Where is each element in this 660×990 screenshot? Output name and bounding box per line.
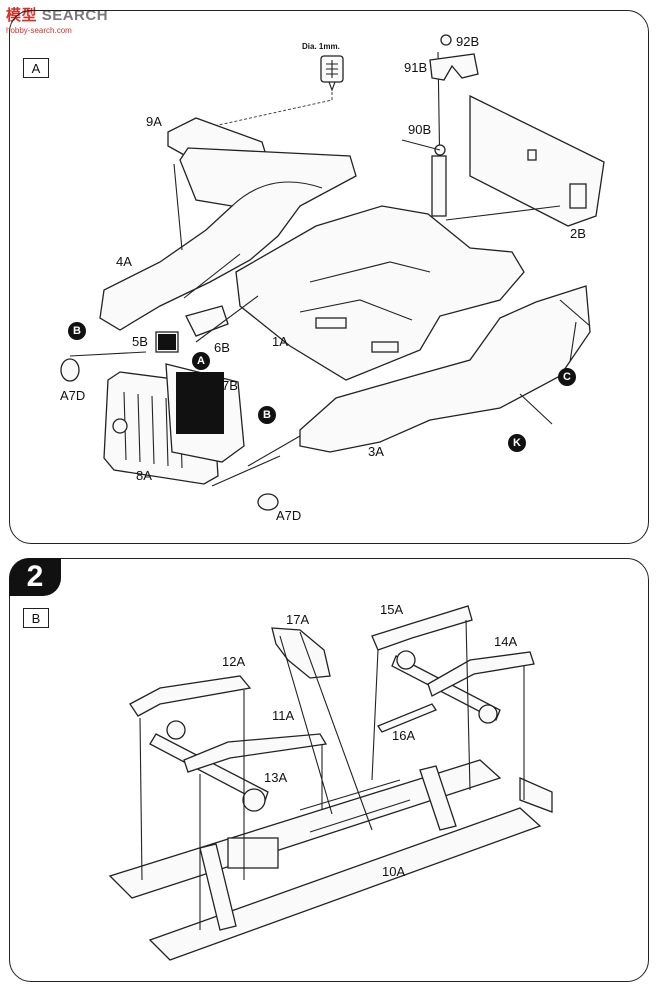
part-label-17a: 17A bbox=[286, 612, 310, 627]
part-4a bbox=[99, 147, 357, 331]
part-17a bbox=[271, 627, 331, 679]
part-1a bbox=[235, 205, 525, 381]
part-10a bbox=[108, 759, 553, 961]
step1-panel bbox=[9, 10, 649, 544]
part-3a bbox=[299, 285, 591, 453]
part-label-9a: 9A bbox=[146, 114, 162, 129]
marker-b-left: B bbox=[68, 322, 86, 340]
watermark-url: hobby-search.com bbox=[6, 26, 72, 35]
subassembly-label-a: A bbox=[23, 58, 49, 78]
part-label-a7d-bottom: A7D bbox=[276, 508, 302, 523]
part-91b bbox=[429, 53, 479, 81]
drill-note: Dia. 1mm. bbox=[302, 42, 340, 51]
part-label-5b: 5B bbox=[132, 334, 148, 349]
marker-b-right: B bbox=[258, 406, 276, 424]
part-label-a7d-left: A7D bbox=[60, 388, 86, 403]
step-number-badge: 2 bbox=[9, 558, 61, 596]
part-5b bbox=[155, 331, 179, 353]
part-label-2b: 2B bbox=[570, 226, 586, 241]
subassembly-label-b: B bbox=[23, 608, 49, 628]
part-label-10a: 10A bbox=[382, 864, 406, 879]
part-label-91b: 91B bbox=[404, 60, 428, 75]
part-label-6b: 6B bbox=[214, 340, 230, 355]
part-label-11a: 11A bbox=[272, 708, 295, 723]
part-a7d-left bbox=[60, 358, 80, 382]
part-label-4a: 4A bbox=[116, 254, 132, 269]
part-label-3a: 3A bbox=[368, 444, 384, 459]
part-label-1a: 1A bbox=[272, 334, 288, 349]
part-label-14a: 14A bbox=[494, 634, 518, 649]
part-16a bbox=[377, 703, 437, 733]
part-label-92b: 92B bbox=[456, 34, 480, 49]
part-a7d-bottom bbox=[257, 493, 279, 511]
marker-k: K bbox=[508, 434, 526, 452]
part-6b bbox=[185, 305, 229, 337]
part-12a bbox=[129, 675, 252, 717]
marker-a: A bbox=[192, 352, 210, 370]
part-label-16a: 16A bbox=[392, 728, 416, 743]
watermark-brand-b: SEARCH bbox=[41, 7, 109, 24]
part-label-12a: 12A bbox=[222, 654, 246, 669]
part-label-8a: 8A bbox=[136, 468, 152, 483]
part-label-7b: 7B bbox=[222, 378, 238, 393]
part-label-90b: 90B bbox=[408, 122, 432, 137]
part-label-15a: 15A bbox=[380, 602, 404, 617]
step2-panel bbox=[9, 558, 649, 982]
part-label-13a: 13A bbox=[264, 770, 288, 785]
drill-icon bbox=[320, 55, 344, 92]
marker-c: C bbox=[558, 368, 576, 386]
part-11a bbox=[183, 733, 328, 773]
part-92b bbox=[440, 34, 452, 46]
